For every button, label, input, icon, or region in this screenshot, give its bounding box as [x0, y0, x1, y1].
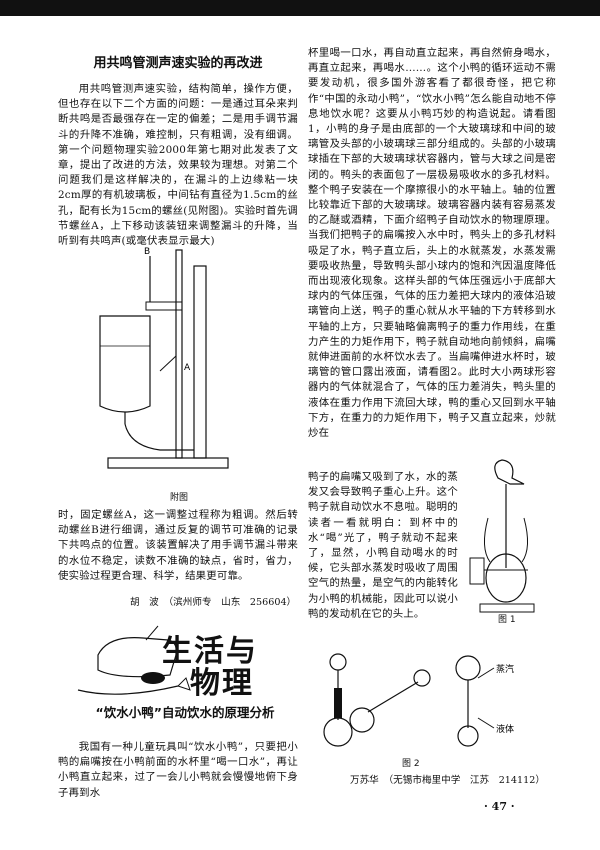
figure2-label-liquid: 液体	[496, 723, 514, 735]
article1-author: 胡 波 （滨州师专 山东 256604）	[130, 597, 297, 608]
article1-paragraph1: 用共鸣管测声速实验，结构简单，操作方便，但也存在以下二个方面的问题：一是通过耳朵…	[58, 83, 298, 248]
article2-title: “饮水小鸭”自动饮水的原理分析	[95, 705, 275, 720]
section-banner-line2: 物理	[190, 666, 254, 701]
figure-label-b: B	[144, 247, 150, 257]
section-banner-line1: 生活与	[162, 634, 258, 669]
top-black-bar	[0, 0, 600, 16]
resonance-tube-figure: B A	[99, 247, 229, 469]
drinking-duck-figure	[469, 459, 535, 613]
article1-figure-caption: 附图	[170, 493, 189, 503]
article1-paragraph2: 时，固定螺丝A，这一调整过程称为粗调。然后转动螺丝B进行细调，通过反复的调节可准…	[58, 509, 298, 582]
section-banner-illustration	[77, 625, 191, 695]
duck-principle-figure: 蒸汽 液体	[323, 653, 514, 747]
article1-title: 用共鸣管测声速实验的再改进	[93, 56, 263, 71]
article2-paragraph1: 我国有一种儿童玩具叫“饮水小鸭”，只要把小鸭的扁嘴按在小鸭前面的水杯里“喝一口水…	[58, 741, 298, 799]
article2-author: 万苏华 （无锡市梅里中学 江苏 214112）	[350, 775, 545, 786]
figure2-caption: 图 2	[402, 759, 420, 769]
figure2-label-vapor: 蒸汽	[496, 663, 514, 675]
article2-paragraph-right2: 鸭子的扁嘴又吸到了水，水的蒸发又会导致鸭子重心上升。这个鸭子就自动饮水不息啦。聪…	[308, 471, 458, 620]
figure-label-a: A	[184, 363, 191, 373]
article2-paragraph-right1: 杯里喝一口水，再自动直立起来，再自然俯身喝水，再直立起来，再喝水……。这个小鸭的…	[308, 47, 556, 440]
figure1-caption: 图 1	[498, 615, 516, 625]
page-number: · 47 ·	[484, 800, 515, 813]
